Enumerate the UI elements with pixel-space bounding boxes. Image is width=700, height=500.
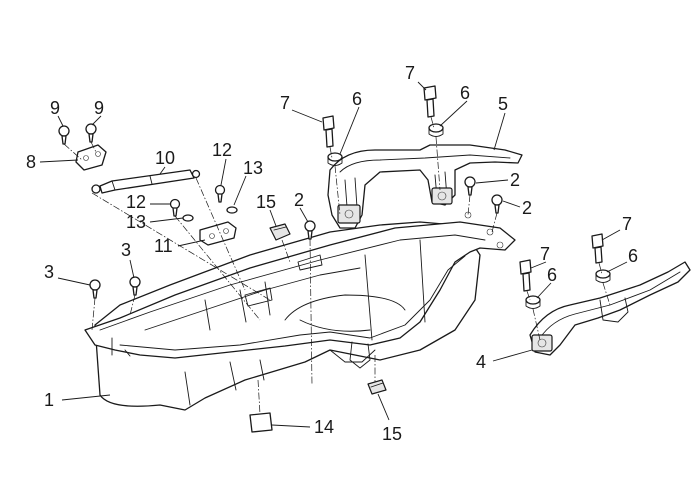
part-15-clip-lower: [367, 379, 387, 395]
callout-12-a: 12: [126, 192, 146, 212]
callout-7-d: 7: [622, 214, 632, 234]
callout-7-a: 7: [280, 93, 290, 113]
assembly-lines: [63, 116, 611, 415]
collar-6-c: [525, 295, 541, 309]
callout-9-b: 9: [94, 98, 104, 118]
screw-3-b: [129, 276, 141, 296]
part-10-gas-strut: [91, 169, 201, 194]
bolt-12-b: [214, 184, 226, 203]
screw-9-a: [58, 125, 70, 145]
collar-6-a: [327, 152, 343, 166]
leader-lines: [39, 81, 628, 428]
callout-4: 4: [476, 352, 486, 372]
callout-13-b: 13: [243, 158, 263, 178]
callout-6-c: 6: [547, 265, 557, 285]
callout-6-b: 6: [460, 83, 470, 103]
bolt-7-d: [591, 233, 604, 264]
callout-2-a: 2: [510, 170, 520, 190]
callout-8: 8: [26, 152, 36, 172]
callout-6-d: 6: [628, 246, 638, 266]
callout-14: 14: [314, 417, 334, 437]
bolt-12-a: [169, 198, 181, 217]
callout-12-b: 12: [212, 140, 232, 160]
screw-3-a: [89, 279, 101, 299]
part-1-storage-box: [84, 211, 516, 411]
callout-13-a: 13: [126, 212, 146, 232]
callout-labels: 1 2 2 2 3 3 4 5 6 6 6 6 7 7 7 7 8 9 9 10…: [26, 63, 638, 444]
callout-11: 11: [154, 236, 173, 256]
part-8-bracket: [75, 144, 107, 171]
callout-15-b: 15: [382, 424, 402, 444]
callout-15-a: 15: [256, 192, 276, 212]
callout-7-c: 7: [540, 244, 550, 264]
bolt-7-a: [322, 115, 335, 148]
part-5-grab-rail: [327, 144, 523, 229]
callout-2-c: 2: [294, 190, 304, 210]
callout-3-a: 3: [44, 262, 54, 282]
part-11-hinge-bracket: [199, 221, 237, 246]
screw-9-b: [85, 123, 97, 143]
part-4-side-handle: [529, 261, 691, 356]
screw-2-c: [304, 220, 316, 240]
callout-5: 5: [498, 94, 508, 114]
screw-2-b: [491, 194, 503, 214]
bolt-7-b: [423, 85, 437, 118]
part-14-label: [249, 412, 273, 433]
callout-3-b: 3: [121, 240, 131, 260]
washer-13-a: [182, 214, 194, 222]
collar-6-b: [428, 123, 444, 137]
callout-7-b: 7: [405, 63, 415, 83]
collar-6-d: [595, 269, 611, 283]
washer-13-b: [226, 206, 238, 214]
callout-9-a: 9: [50, 98, 60, 118]
part-15-clip-upper: [269, 223, 291, 241]
screw-2-a: [464, 176, 476, 196]
bolt-7-c: [519, 259, 532, 292]
callout-6-a: 6: [352, 89, 362, 109]
callout-1: 1: [44, 390, 54, 410]
callout-2-b: 2: [522, 198, 532, 218]
callout-10: 10: [155, 148, 175, 168]
